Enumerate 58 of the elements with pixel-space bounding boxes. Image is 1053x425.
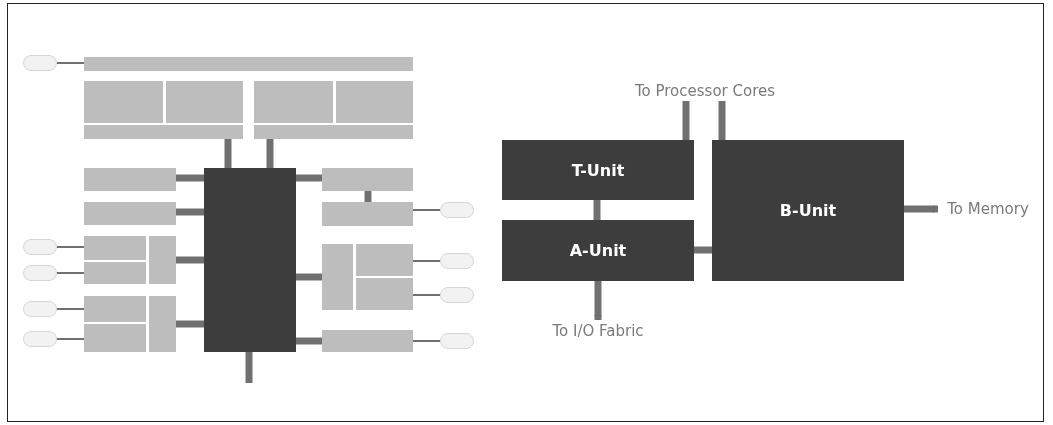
destination-label: To Processor Cores: [590, 80, 820, 101]
functional-block: [84, 324, 146, 352]
destination-label: To I/O Fabric: [520, 320, 676, 342]
port-pill: [23, 331, 57, 347]
port-pill: [23, 301, 57, 317]
functional-block: [84, 168, 176, 191]
connector-line: [56, 308, 85, 310]
unit-block: A-Unit: [502, 220, 694, 281]
functional-block: [322, 168, 413, 191]
connector-line: [412, 340, 441, 342]
functional-block: [84, 236, 146, 260]
functional-block: [166, 81, 243, 123]
connector-line: [412, 209, 441, 211]
central-block: [204, 168, 296, 352]
functional-block: [84, 81, 163, 123]
port-pill: [23, 239, 57, 255]
connector-line: [593, 200, 601, 220]
functional-block: [322, 202, 413, 226]
functional-block: [149, 236, 176, 284]
unit-block: B-Unit: [712, 140, 904, 281]
port-pill: [440, 287, 474, 303]
functional-block: [336, 81, 413, 123]
connector-line: [56, 338, 85, 340]
port-pill: [23, 55, 57, 71]
connector-line: [266, 139, 274, 168]
connector-line: [176, 208, 204, 216]
connector-line: [412, 294, 441, 296]
connector-line: [176, 320, 204, 328]
connector-line: [56, 272, 85, 274]
connector-line: [176, 256, 204, 264]
port-pill: [23, 265, 57, 281]
port-pill: [440, 333, 474, 349]
functional-block: [84, 296, 146, 322]
functional-block: [84, 125, 243, 139]
functional-block: [254, 125, 413, 139]
functional-block: [322, 244, 353, 310]
destination-label: To Memory: [938, 183, 1038, 235]
connector-line: [412, 260, 441, 262]
connector-line: [176, 174, 204, 182]
functional-block: [84, 57, 413, 71]
functional-block: [84, 202, 176, 225]
connector-line: [694, 246, 712, 254]
functional-block: [322, 330, 413, 352]
connector-line: [364, 191, 372, 202]
connector-line: [56, 246, 85, 248]
connector-line: [296, 337, 322, 345]
connector-line: [224, 139, 232, 168]
functional-block: [149, 296, 176, 352]
functional-block: [356, 278, 413, 310]
connector-line: [296, 174, 322, 182]
functional-block: [356, 244, 413, 276]
unit-block: T-Unit: [502, 140, 694, 200]
port-pill: [440, 253, 474, 269]
functional-block: [84, 262, 146, 284]
connector-line: [56, 62, 85, 64]
connector-line: [296, 273, 322, 281]
port-pill: [440, 202, 474, 218]
functional-block: [254, 81, 333, 123]
